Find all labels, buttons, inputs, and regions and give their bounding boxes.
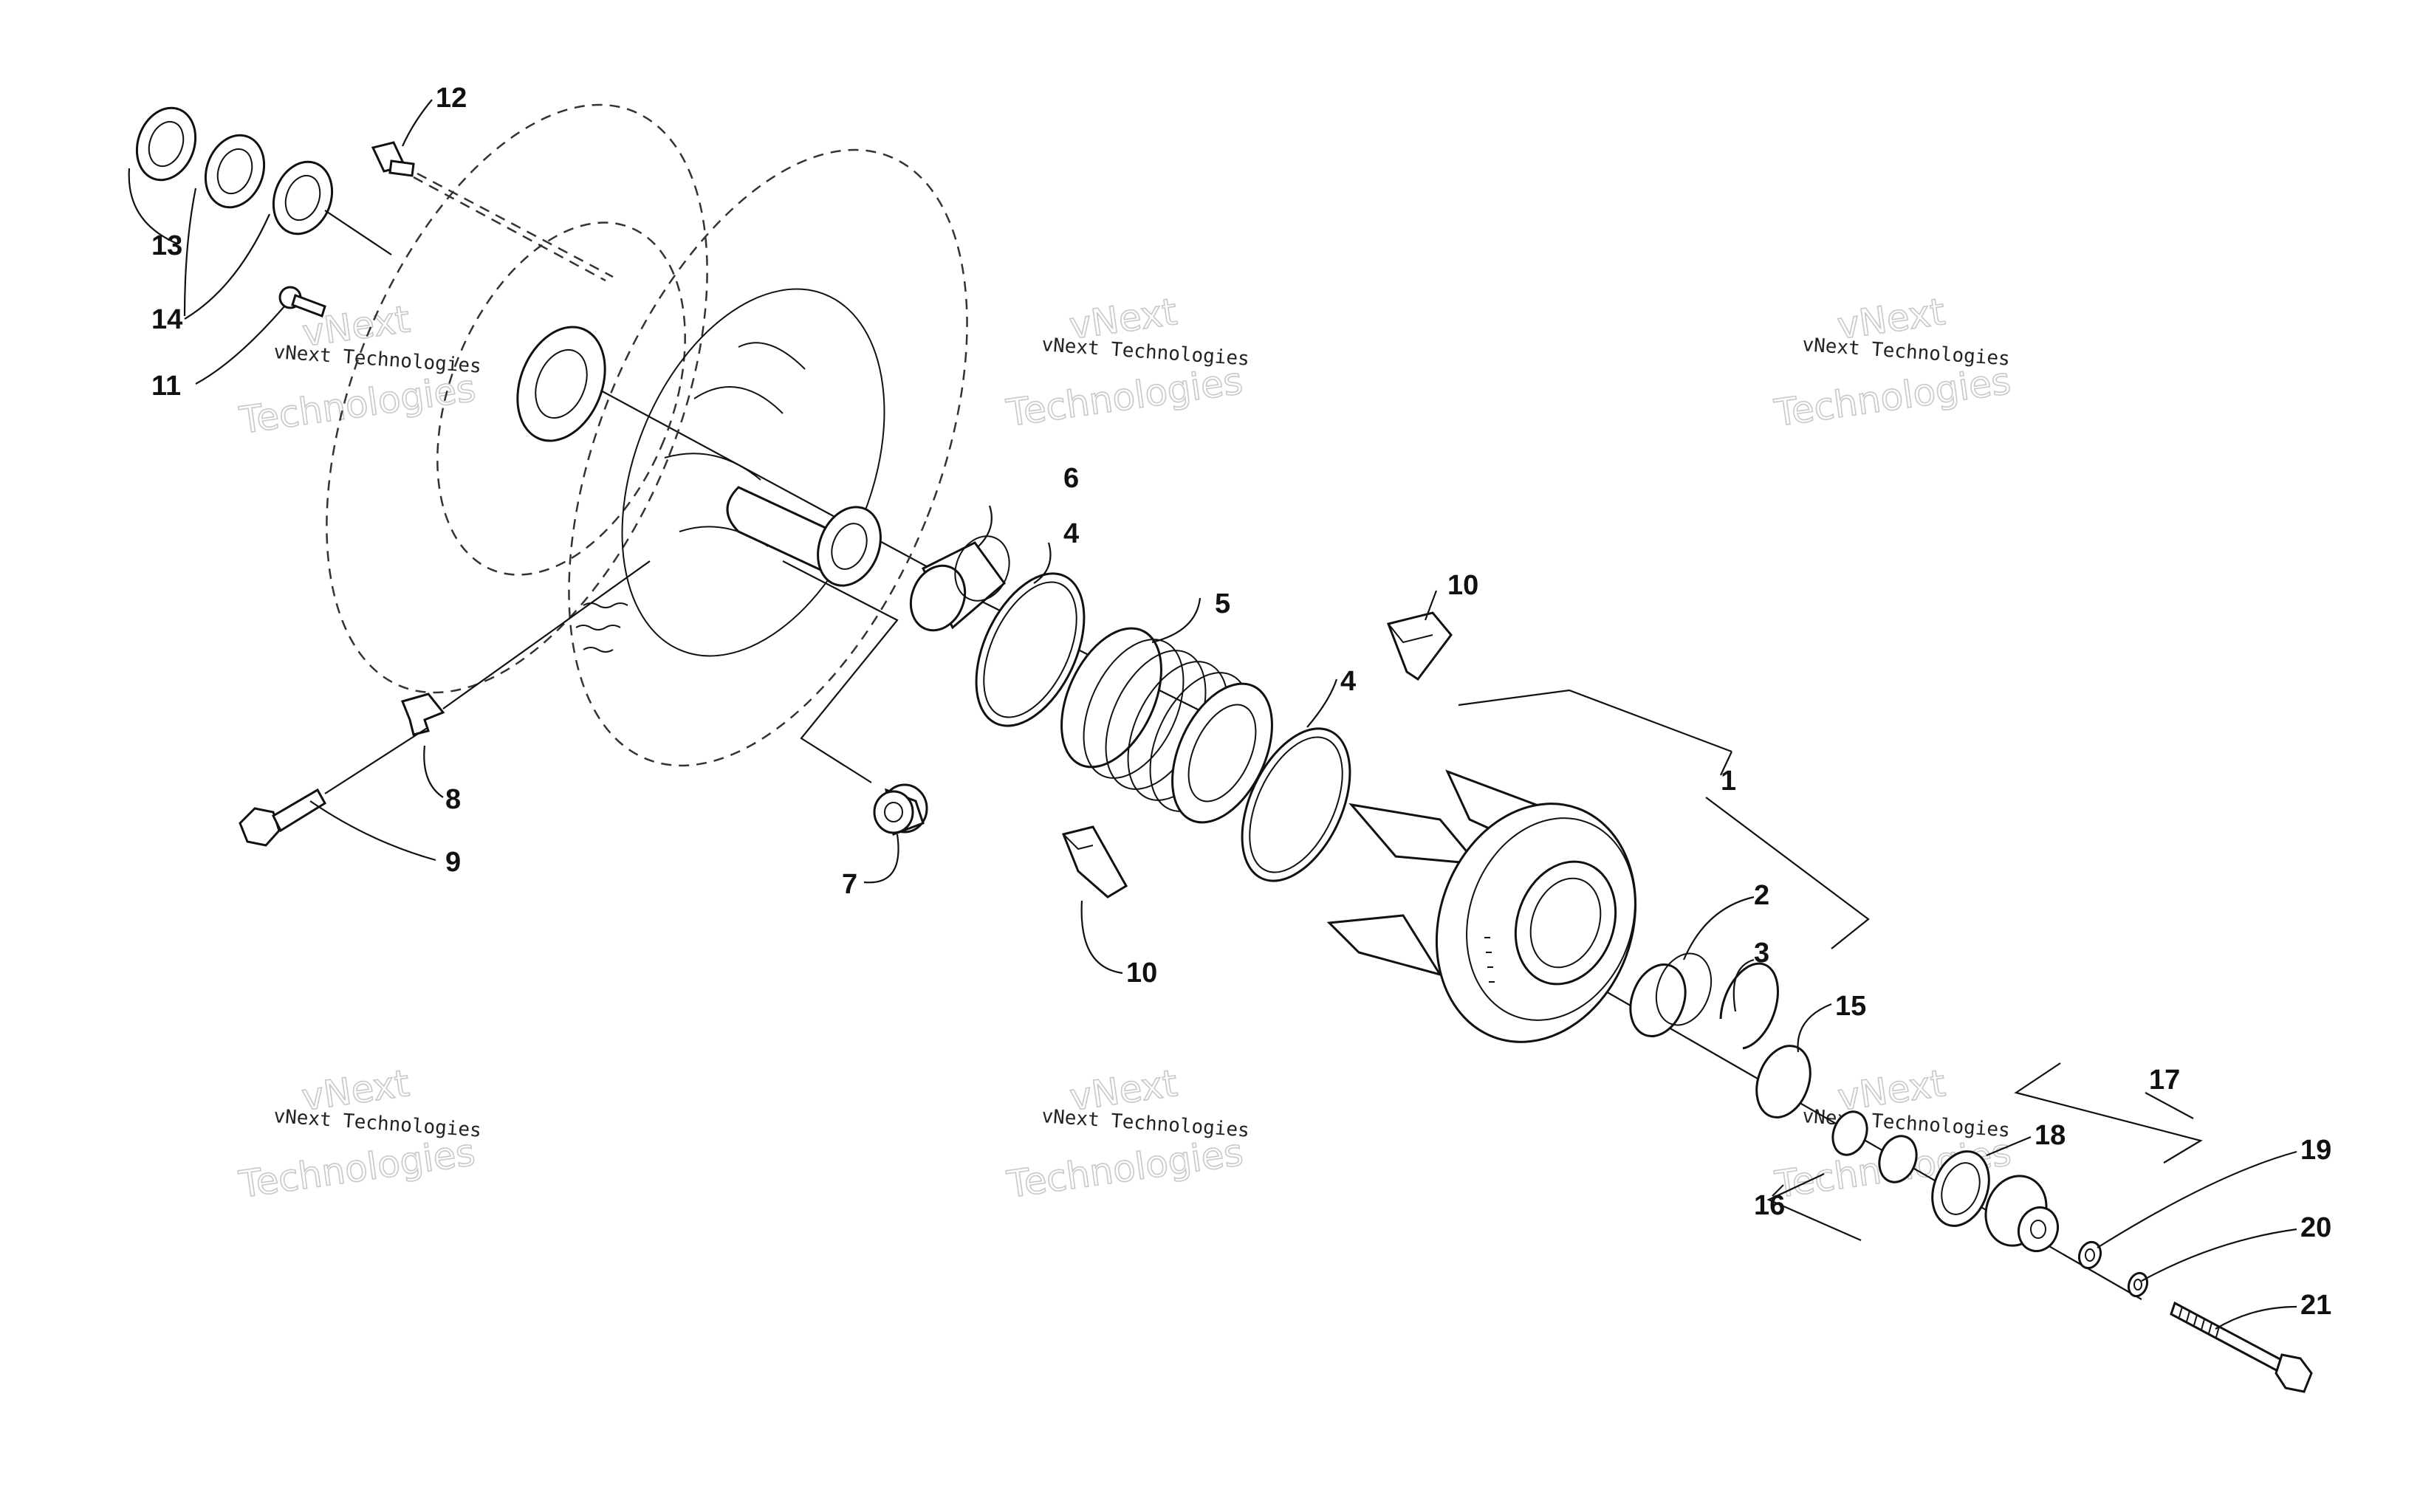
cap-17 (1984, 1175, 2059, 1253)
roller-7 (873, 783, 928, 836)
watermark-big-bottom: Technologies (1772, 360, 2013, 435)
watermark-big-bottom: Technologies (236, 367, 478, 442)
screw-11 (278, 286, 326, 317)
washer-16b (1878, 1135, 1918, 1183)
callout-16: 16 (1754, 1190, 1785, 1221)
callout-18: 18 (2035, 1120, 2066, 1151)
callout-11: 11 (151, 371, 181, 402)
screw-12 (371, 141, 415, 177)
clip-8 (400, 693, 445, 736)
callout-4-upper: 4 (1063, 518, 1079, 549)
washer-14a (204, 134, 266, 209)
callout-4-lower: 4 (1340, 666, 1356, 697)
callout-20: 20 (2300, 1212, 2331, 1243)
callout-3: 3 (1754, 938, 1769, 969)
callout-labels: 1 2 3 4 4 5 6 7 8 9 10 10 11 12 13 14 15… (151, 83, 2331, 1321)
callout-1: 1 (1721, 766, 1736, 797)
bushing-6 (909, 535, 1010, 632)
bolt-21 (2170, 1301, 2313, 1393)
movable-sheave (326, 103, 708, 694)
washer-19 (2077, 1240, 2102, 1270)
washer-4b (1241, 727, 1351, 882)
callout-10-upper: 10 (1447, 570, 1478, 601)
bushing-2 (1629, 952, 1713, 1037)
watermark-text: vNext Technologies (1041, 334, 1250, 371)
callout-9: 9 (445, 847, 461, 878)
washer-13 (135, 106, 197, 182)
watermark-text: vNext Technologies (1041, 1105, 1250, 1142)
shoe-10-upper (1386, 611, 1453, 681)
watermark-text: vNext Technologies (273, 341, 482, 378)
watermark-text: vNext Technologies (1802, 334, 2011, 371)
callout-13: 13 (151, 230, 182, 261)
shoe-10-lower (1061, 825, 1128, 898)
callout-12: 12 (436, 83, 467, 114)
spring-5 (1060, 627, 1273, 824)
fixed-sheave (568, 148, 968, 767)
callout-10-lower: 10 (1126, 958, 1157, 989)
snap-ring-3 (1719, 962, 1779, 1050)
callout-15: 15 (1835, 991, 1866, 1022)
watermark-big-bottom: Technologies (1004, 1131, 1246, 1206)
washer-20 (2127, 1271, 2149, 1298)
callout-8: 8 (445, 784, 461, 815)
callout-7: 7 (842, 869, 857, 900)
callout-5: 5 (1215, 588, 1230, 619)
callout-19: 19 (2300, 1135, 2331, 1166)
callout-21: 21 (2300, 1290, 2331, 1321)
watermark-text: vNext Technologies (273, 1105, 482, 1142)
washer-16a (1831, 1110, 1868, 1156)
callout-6: 6 (1063, 463, 1079, 494)
helix-cam-1 (1326, 769, 1637, 1043)
bolt-9 (239, 788, 327, 847)
callout-14: 14 (151, 304, 182, 335)
leader-lines (128, 99, 2297, 1330)
washer-14b (272, 160, 334, 236)
watermark-big-bottom: Technologies (236, 1131, 478, 1206)
o-ring-15 (1755, 1045, 1811, 1118)
washer-4a (975, 572, 1086, 727)
watermark-big-bottom: Technologies (1004, 360, 1245, 435)
callout-17: 17 (2149, 1065, 2180, 1096)
seal-18 (1931, 1150, 1990, 1227)
callout-2: 2 (1754, 880, 1769, 911)
